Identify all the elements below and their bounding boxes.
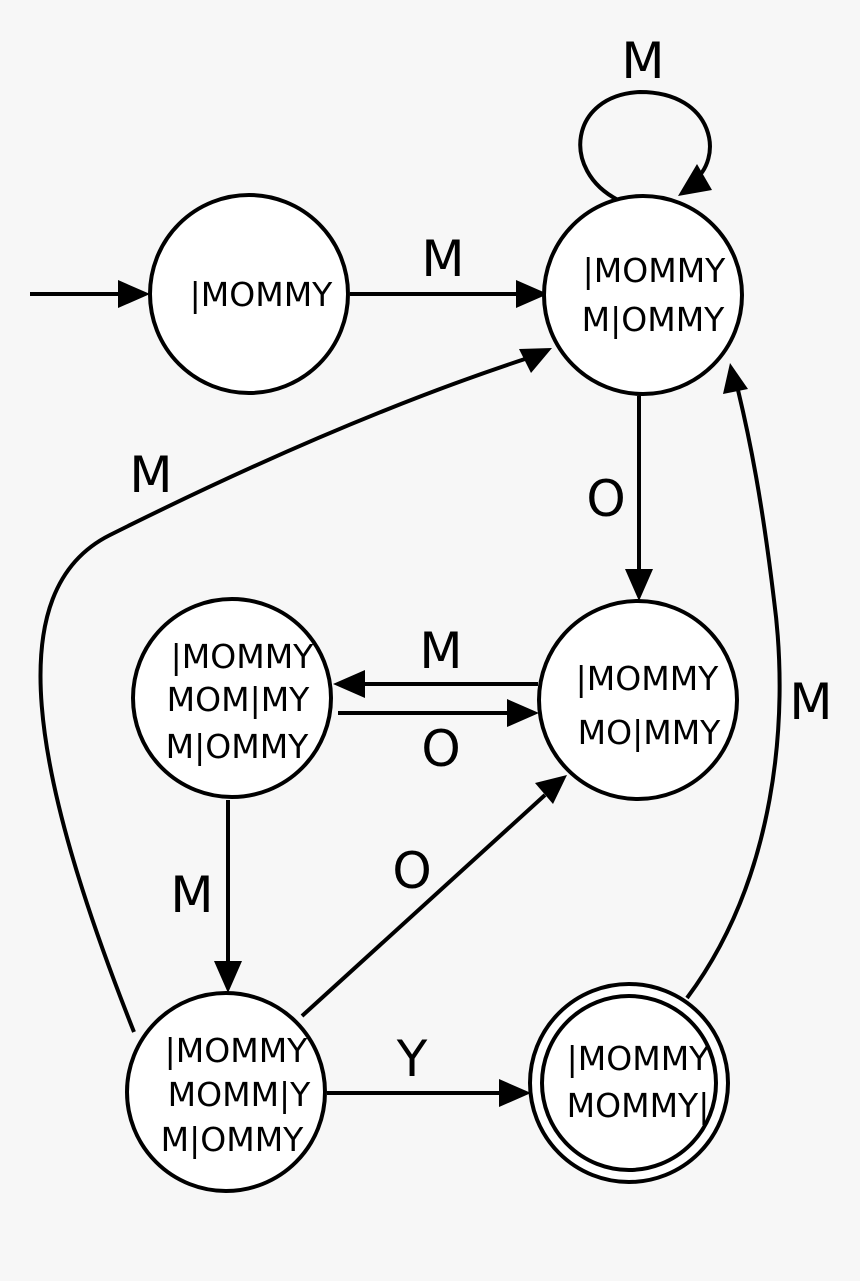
state-s5-accepting: |MOMMY MOMMY| (528, 982, 730, 1184)
edge-label: O (586, 470, 625, 528)
edge-label: M (129, 446, 172, 504)
state-s4: |MOMMY MOMM|Y M|OMMY (125, 991, 327, 1193)
state-label-line: |MOMMY (171, 637, 315, 676)
transition-s1-self-loop: M (578, 32, 712, 202)
transition-s2-s3: M (333, 622, 538, 698)
state-label-line: MOM|MY (167, 680, 311, 719)
state-label-line: M|OMMY (161, 1120, 305, 1159)
edge-label: O (392, 842, 431, 900)
state-label-line: |MOMMY (165, 1031, 309, 1070)
transition-s3-s2: O (338, 699, 539, 778)
edge-label: M (789, 673, 832, 731)
state-s0: |MOMMY (148, 193, 350, 395)
transition-s3-s4: M (170, 800, 242, 993)
transition-s0-s1: M (350, 230, 548, 308)
initial-arrow (30, 280, 150, 308)
state-s2: |MOMMY MO|MMY (537, 599, 739, 801)
state-label-line: |MOMMY (583, 251, 727, 290)
state-label-line: M|OMMY (166, 727, 310, 766)
state-label-line: |MOMMY (576, 659, 720, 698)
transition-s5-s1: M (685, 363, 833, 1000)
edge-label: M (621, 32, 664, 90)
state-label-line: MO|MMY (578, 713, 722, 752)
state-label-line: |MOMMY (567, 1039, 711, 1078)
transition-s4-s2: O (300, 775, 567, 1018)
state-s1: |MOMMY M|OMMY (542, 194, 744, 396)
state-label-line: |MOMMY (190, 275, 334, 314)
edge-label: M (421, 230, 464, 288)
transition-s4-s1: M (38, 348, 552, 1033)
state-label-line: M|OMMY (582, 300, 726, 339)
state-label-line: MOMMY| (567, 1086, 710, 1125)
state-label-line: MOMM|Y (168, 1075, 312, 1114)
transition-s4-s5: Y (327, 1030, 531, 1107)
transition-s1-s2: O (586, 396, 653, 601)
edge-label: M (419, 622, 462, 680)
edge-label: O (421, 720, 460, 778)
state-s3: |MOMMY MOM|MY M|OMMY (131, 597, 333, 799)
edge-label: Y (396, 1030, 428, 1088)
edge-label: M (170, 866, 213, 924)
